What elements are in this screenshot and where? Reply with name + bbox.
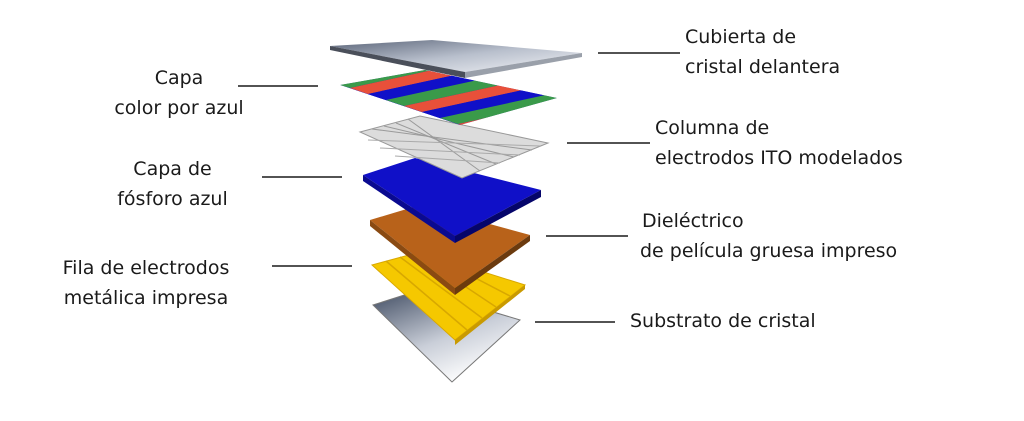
label-line: fósforo azul bbox=[117, 188, 228, 210]
front-glass-layer bbox=[330, 40, 582, 78]
label-line: Dieléctrico bbox=[642, 210, 744, 232]
label-line: Columna de bbox=[655, 117, 770, 139]
leader-lines bbox=[238, 52, 680, 323]
label-phosphor: Capa de fósforo azul bbox=[90, 154, 255, 214]
phosphor-layer bbox=[363, 158, 541, 243]
label-line: cristal delantera bbox=[685, 56, 841, 78]
label-line: metálica impresa bbox=[63, 287, 229, 309]
row-electrodes-layer bbox=[370, 251, 527, 345]
ito-layer bbox=[358, 115, 550, 179]
label-line: Fila de electrodos bbox=[62, 257, 230, 279]
label-line: Substrato de cristal bbox=[630, 310, 816, 332]
label-front-glass: Cubierta de cristal delantera bbox=[685, 22, 840, 82]
label-line: electrodos ITO modelados bbox=[655, 147, 903, 169]
label-ito: Columna de electrodos ITO modelados bbox=[655, 113, 903, 173]
label-line: de película gruesa impreso bbox=[640, 240, 898, 262]
label-line: Cubierta de bbox=[685, 26, 797, 48]
label-line: Capa bbox=[154, 67, 204, 89]
label-substrate: Substrato de cristal bbox=[630, 306, 816, 336]
dielectric-layer bbox=[370, 205, 530, 295]
label-color-layer: Capa color por azul bbox=[84, 63, 274, 123]
label-row-electrodes: Fila de electrodos metálica impresa bbox=[28, 253, 264, 313]
label-dielectric: Dieléctrico de película gruesa impreso bbox=[640, 206, 897, 266]
label-line: color por azul bbox=[114, 97, 244, 119]
label-line: Capa de bbox=[133, 158, 212, 180]
